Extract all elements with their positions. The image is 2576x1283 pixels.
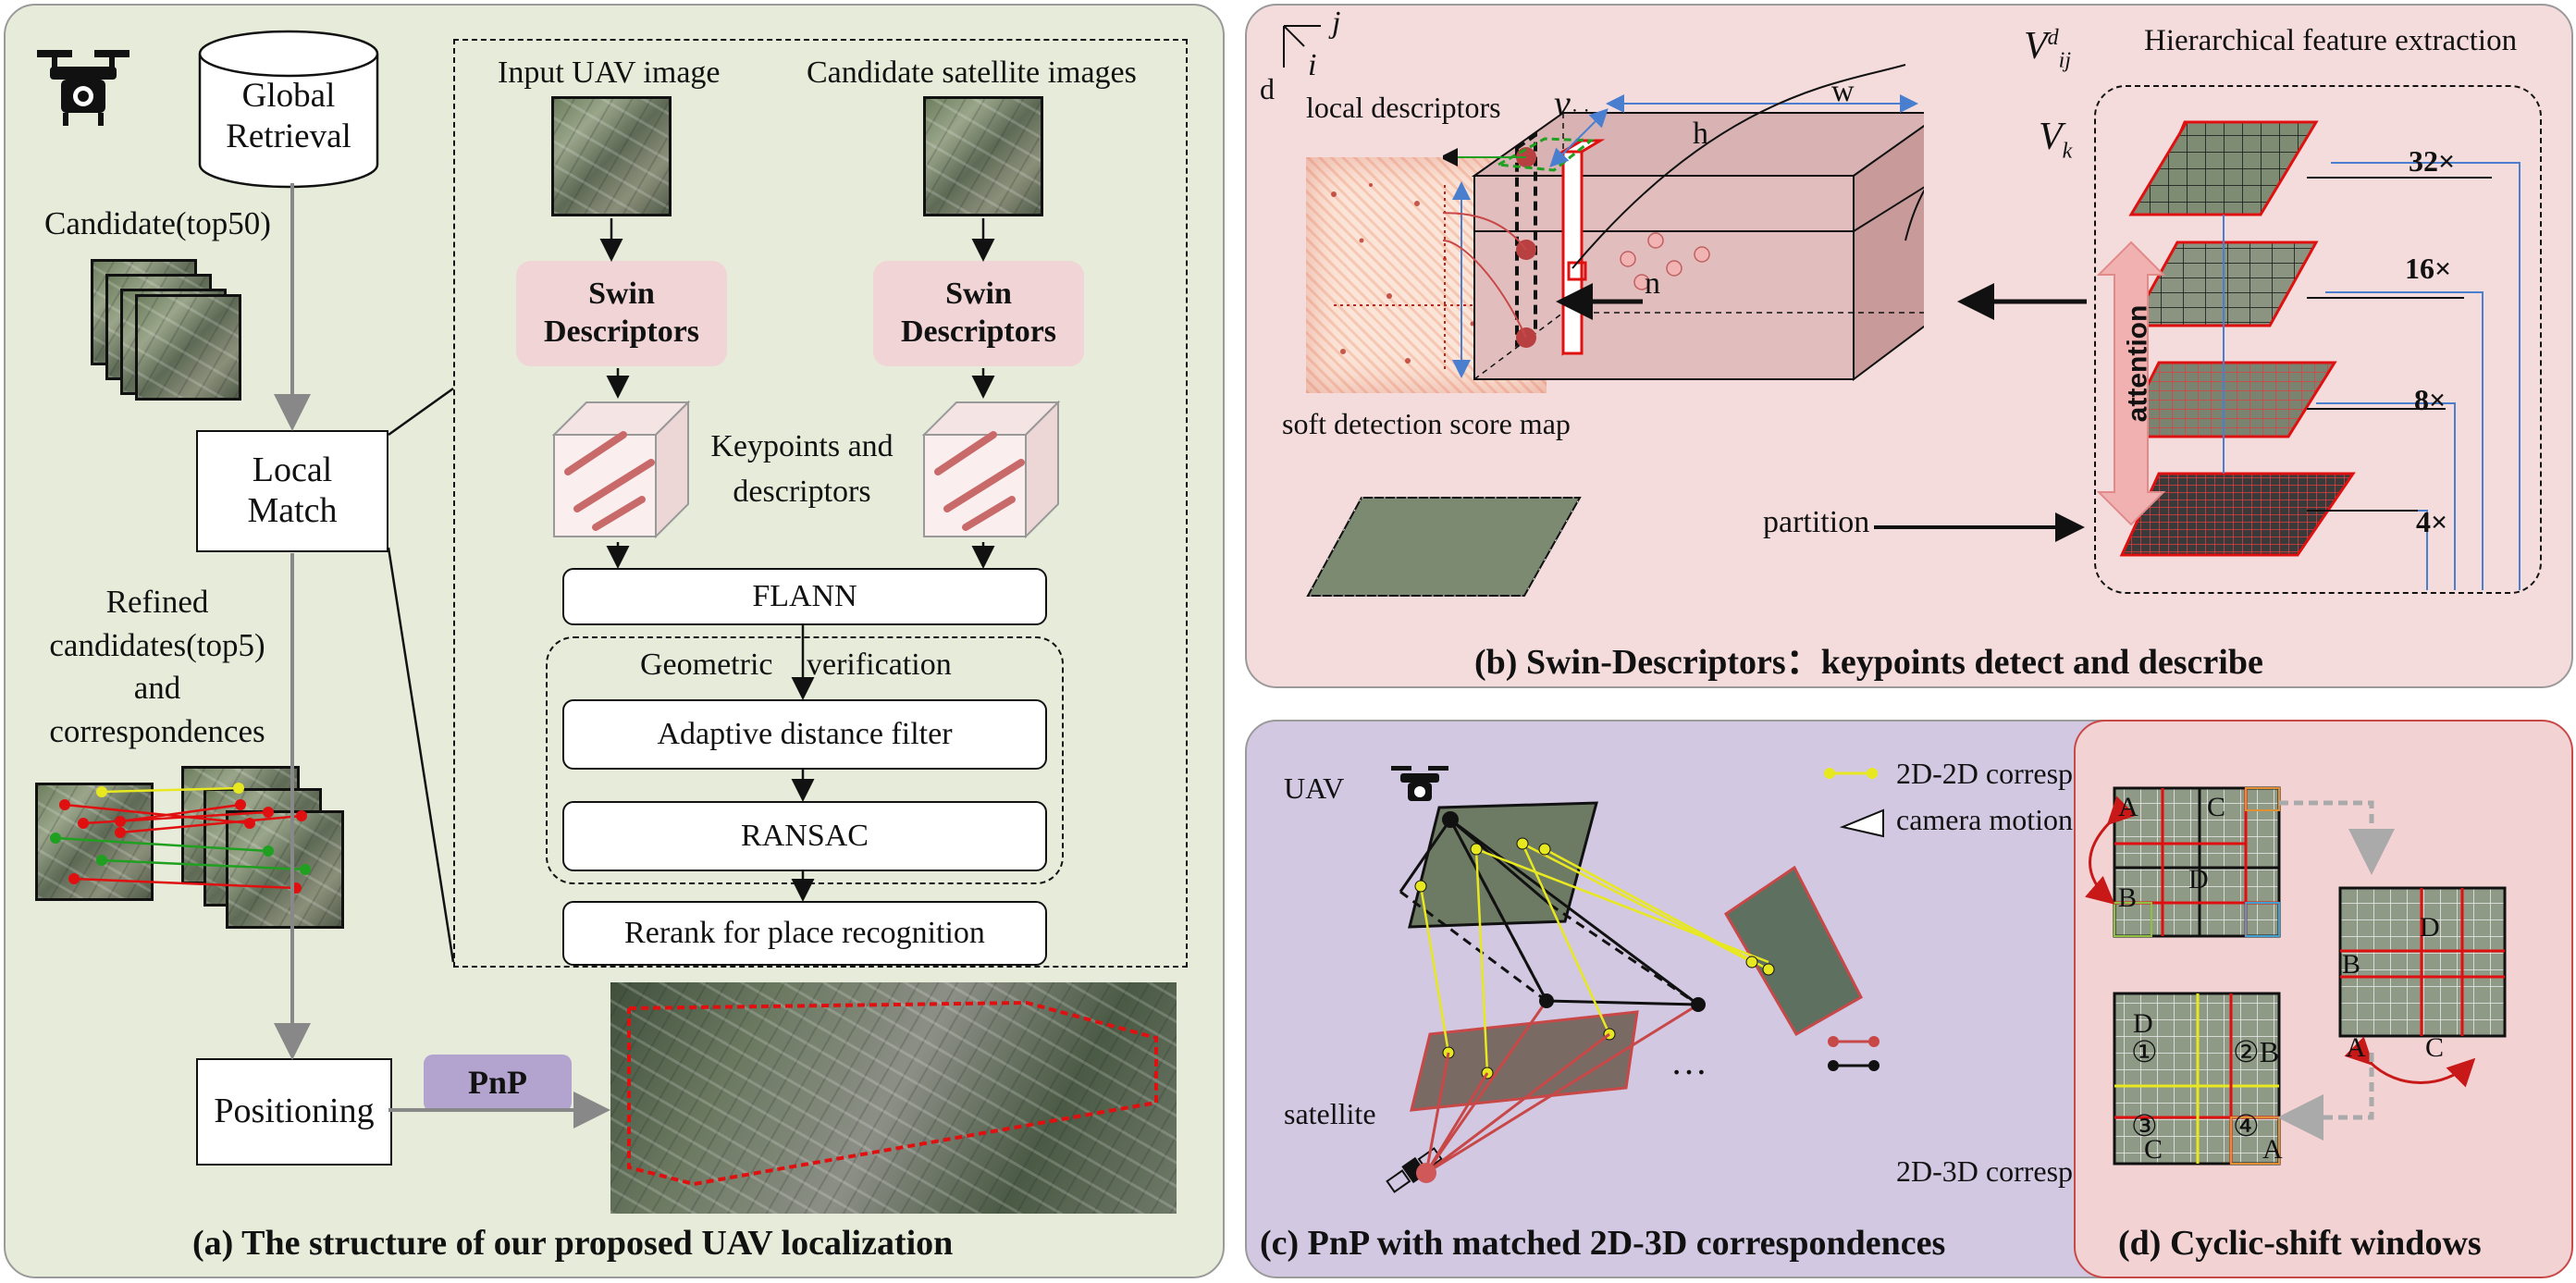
input-uav-image — [551, 96, 672, 216]
scale-8x: 8× — [2414, 383, 2447, 416]
keypoints-label: Keypoints and descriptors — [710, 429, 894, 510]
refined-correspondence-lines — [50, 783, 311, 894]
V-ijd-subscript: ij — [2058, 48, 2071, 73]
scale-16x: 16× — [2405, 252, 2452, 285]
pyramid-layers — [2096, 120, 2521, 590]
pnp-geometry — [1399, 768, 1884, 1183]
d-top-B: B — [2118, 882, 2138, 913]
geometric-verification-label: Geometric verification — [640, 648, 952, 682]
descriptor-cube-right — [921, 400, 1061, 539]
axis-i-label: i — [1308, 48, 1317, 82]
dim-n-label: n — [1645, 266, 1660, 301]
panel-c-caption: (c) PnP with matched 2D-3D correspondenc… — [1260, 1224, 1946, 1263]
descriptor-cube-left — [551, 400, 691, 539]
V-ijd-symbol: V — [2024, 25, 2048, 68]
d-bottom-1: ① — [2131, 1035, 2158, 1068]
d-bottom-D: D — [2133, 1008, 2153, 1039]
V-ijd-label: Vdij — [2024, 24, 2071, 73]
partition-label: partition — [1763, 505, 1870, 539]
trajectory-map — [610, 982, 1177, 1214]
uav-label: UAV — [1284, 771, 1345, 805]
local-descriptors-label: local descriptors — [1306, 91, 1501, 124]
candidate-label: Candidate(top50) — [44, 205, 271, 241]
V-k-subscript: k — [2062, 139, 2073, 164]
ransac-box: RANSAC — [562, 801, 1047, 871]
attention-label: attention — [2122, 304, 2153, 423]
local-match-detail-frame — [453, 39, 1188, 968]
local-match-box: Local Match — [196, 430, 388, 552]
d-right-D: D — [2420, 912, 2440, 943]
pnp-label: PnP — [424, 1055, 572, 1112]
candidate-image-4 — [135, 294, 241, 401]
scale-32x: 32× — [2409, 144, 2456, 178]
uav-small-icon — [1391, 766, 1448, 801]
axis-j-label: j — [1332, 6, 1341, 40]
d-top-D: D — [2188, 864, 2209, 894]
feature-cube — [1443, 64, 1924, 381]
dim-w-label: w — [1831, 74, 1855, 108]
d-bottom-3: ③ — [2131, 1109, 2158, 1142]
d-top-A: A — [2118, 792, 2138, 822]
ellipsis: … — [1670, 1041, 1707, 1082]
V-k-symbol: V — [2039, 116, 2063, 158]
refined-candidates-label: Refined candidates(top5) and corresponde… — [49, 584, 265, 749]
candidate-sat-image — [923, 96, 1043, 216]
d-right-A: A — [2346, 1032, 2366, 1063]
drone-icon — [37, 50, 129, 126]
candidate-sat-label: Candidate satellite images — [807, 56, 1137, 90]
panel-a-caption: (a) The structure of our proposed UAV lo… — [192, 1224, 954, 1263]
panel-d-caption: (d) Cyclic-shift windows — [2118, 1224, 2482, 1263]
swin-descriptors-right: Swin Descriptors — [873, 261, 1084, 366]
d-top-C: C — [2207, 792, 2226, 822]
soft-map-label: soft detection score map — [1282, 407, 1571, 440]
axis-icon — [1283, 25, 1321, 68]
score-map-speckle — [1331, 183, 1522, 372]
panel-a-connectors — [274, 183, 995, 1129]
trajectory-path — [627, 1000, 1158, 1187]
scale-4x: 4× — [2416, 505, 2448, 538]
rerank-box: Rerank for place recognition — [562, 901, 1047, 966]
swin-descriptors-left: Swin Descriptors — [516, 261, 727, 366]
d-bottom-A: A — [2262, 1134, 2283, 1165]
panel-b-caption: (b) Swin-Descriptors：keypoints detect an… — [1474, 643, 2263, 682]
d-bottom-4: ④ — [2233, 1109, 2260, 1142]
cyclic-shift-grids — [2085, 786, 2507, 1166]
d-right-C: C — [2425, 1032, 2445, 1063]
d-bottom-2B: ②B — [2233, 1035, 2280, 1068]
d-bottom-C: C — [2144, 1134, 2163, 1165]
adaptive-distance-filter-box: Adaptive distance filter — [562, 699, 1047, 770]
dim-h-label: h — [1693, 117, 1708, 151]
input-uav-label: Input UAV image — [498, 56, 721, 90]
V-ijd-superscript: d — [2047, 26, 2059, 50]
global-retrieval-label: Global Retrieval — [226, 77, 351, 156]
V-k-label: Vk — [2039, 115, 2072, 164]
d-right-B: B — [2342, 949, 2361, 980]
global-retrieval-cylinder — [198, 30, 379, 189]
satellite-label: satellite — [1284, 1097, 1376, 1130]
axis-d-label: d — [1260, 72, 1275, 105]
positioning-box: Positioning — [196, 1058, 392, 1166]
hierarchical-frame — [2094, 85, 2542, 594]
flann-box: FLANN — [562, 568, 1047, 625]
hierarchical-label: Hierarchical feature extraction — [2144, 24, 2518, 57]
partition-input-image — [1306, 497, 1582, 597]
